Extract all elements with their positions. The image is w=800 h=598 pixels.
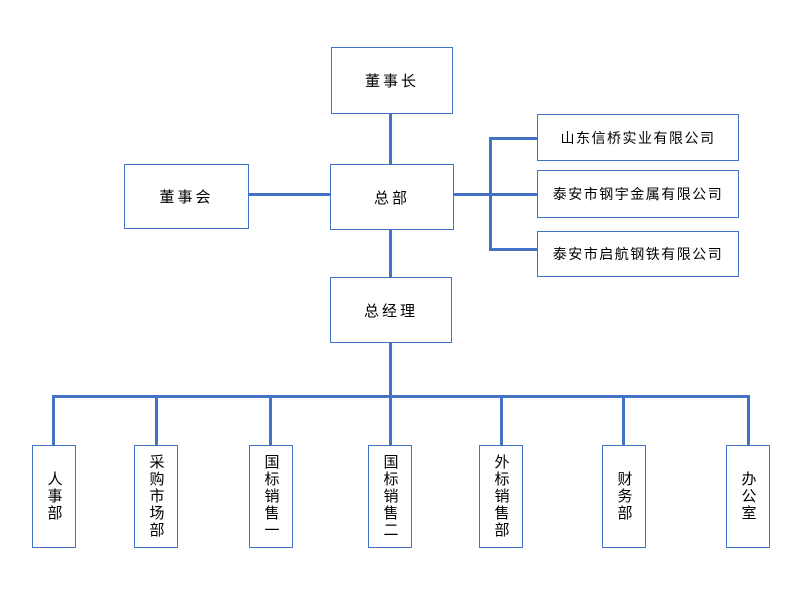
node-subsidiary-2: 泰安市钢宇金属有限公司 xyxy=(537,170,739,218)
node-board-of-directors: 董事会 xyxy=(124,164,249,229)
connector-subsidiaries-trunk xyxy=(489,137,492,251)
node-department-national-sales-2: 国标销售二 xyxy=(368,445,412,548)
connector-chairman-headquarters xyxy=(389,114,392,164)
node-subsidiary-3: 泰安市启航钢铁有限公司 xyxy=(537,231,739,277)
node-department-national-sales-1: 国标销售一 xyxy=(249,445,293,548)
node-department-office: 办公室 xyxy=(726,445,770,548)
connector-drop-dept-2 xyxy=(155,395,158,445)
connector-drop-dept-6 xyxy=(622,395,625,445)
connector-board-headquarters xyxy=(249,193,330,196)
connector-branch-subsidiary-3 xyxy=(489,248,537,251)
node-department-external-sales: 外标销售部 xyxy=(479,445,523,548)
connector-general-manager-departments xyxy=(389,343,392,445)
node-headquarters: 总部 xyxy=(330,164,454,230)
connector-drop-dept-3 xyxy=(269,395,272,445)
connector-drop-dept-5 xyxy=(500,395,503,445)
connector-branch-subsidiary-1 xyxy=(489,137,537,140)
connector-headquarters-general-manager xyxy=(389,230,392,277)
node-department-finance: 财务部 xyxy=(602,445,646,548)
connector-drop-dept-7 xyxy=(747,395,750,445)
node-subsidiary-1: 山东信桥实业有限公司 xyxy=(537,114,739,161)
connector-headquarters-subsidiaries xyxy=(454,193,537,196)
node-chairman: 董事长 xyxy=(331,47,453,114)
node-department-procurement-market: 采购市场部 xyxy=(134,445,178,548)
node-department-hr: 人事部 xyxy=(32,445,76,548)
connector-departments-bus xyxy=(52,395,750,398)
connector-drop-dept-1 xyxy=(52,395,55,445)
node-general-manager: 总经理 xyxy=(330,277,452,343)
